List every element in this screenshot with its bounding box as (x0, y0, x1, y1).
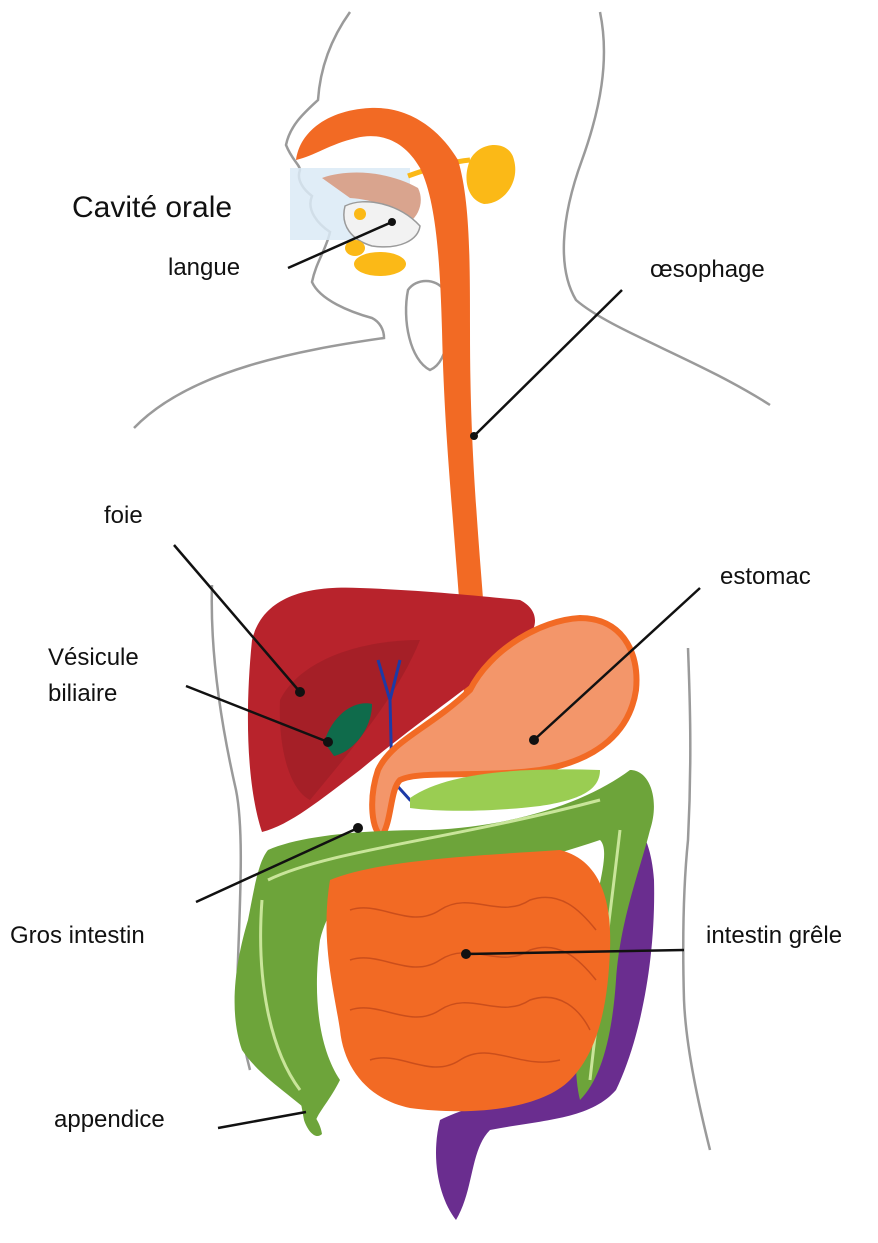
label-langue: langue (168, 254, 240, 283)
leader-oesophage (474, 290, 622, 436)
label-vesicule-line1: Vésicule (48, 644, 139, 673)
salivary-gland (466, 145, 515, 204)
label-gros-intestin: Gros intestin (10, 922, 145, 951)
small-intestine (327, 850, 611, 1111)
label-cavite-orale: Cavité orale (72, 190, 232, 226)
label-appendice: appendice (54, 1106, 165, 1135)
label-intestin-grele: intestin grêle (706, 922, 842, 951)
leader-appendice (218, 1112, 306, 1128)
label-estomac: estomac (720, 563, 811, 592)
label-vesicule-line2: biliaire (48, 680, 117, 709)
label-foie: foie (104, 502, 143, 531)
label-oesophage: œsophage (650, 256, 765, 285)
